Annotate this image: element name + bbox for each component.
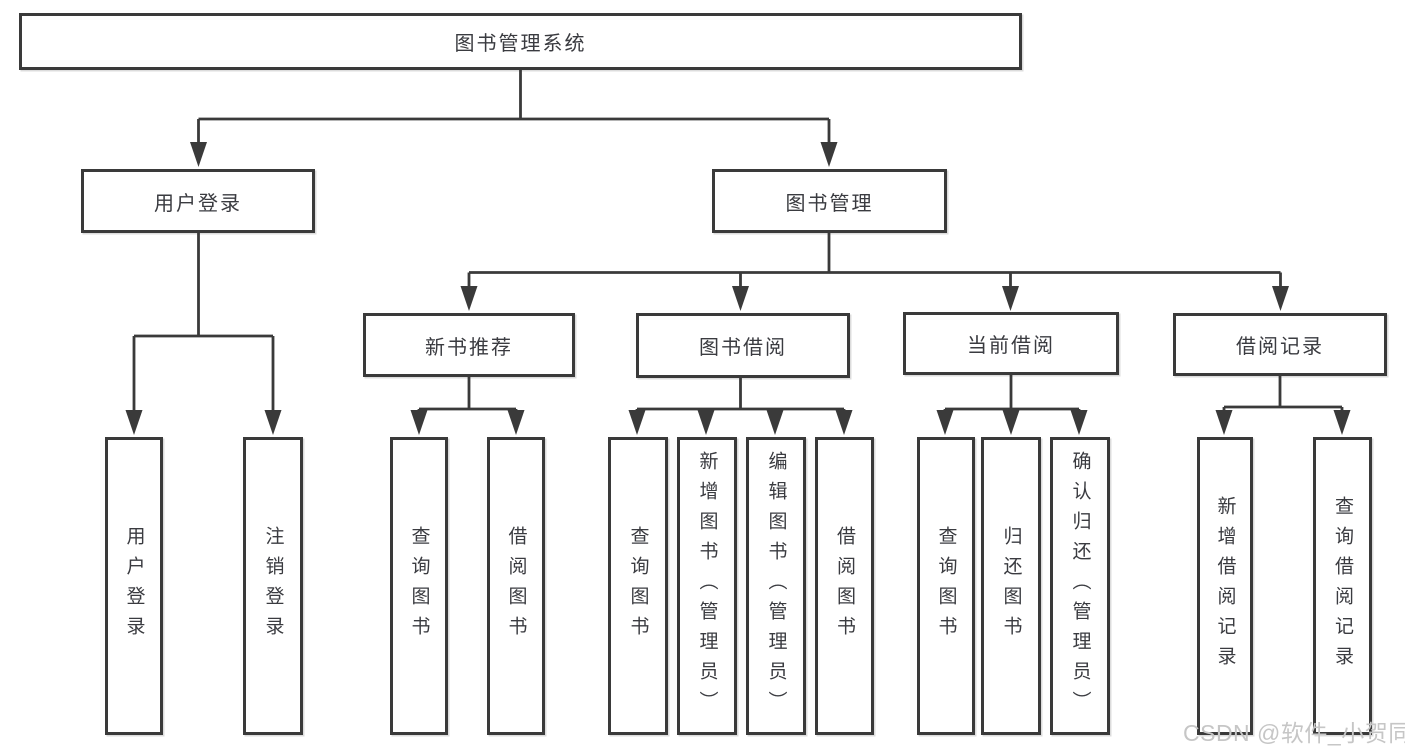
leaf-logout: 注销登录 — [243, 437, 303, 735]
leaf-nbr-query-book-label: 查询图书 — [408, 526, 430, 646]
leaf-br-add-record: 新增借阅记录 — [1197, 437, 1253, 735]
leaf-cb-return-book-label: 归还图书 — [1000, 526, 1022, 646]
leaf-bb-edit-book-admin: 编辑图书（管理员） — [746, 437, 806, 735]
node-current-borrowing-label: 当前借阅 — [967, 335, 1055, 357]
node-user-login: 用户登录 — [81, 169, 315, 233]
tree-edges — [132, 70, 1344, 414]
arrowheads — [125, 142, 1351, 435]
leaf-bb-edit-book-admin-label: 编辑图书（管理员） — [765, 451, 787, 721]
node-borrow-records-label: 借阅记录 — [1236, 336, 1324, 358]
leaf-bb-borrow-book: 借阅图书 — [815, 437, 874, 735]
leaf-bb-borrow-book-label: 借阅图书 — [834, 526, 855, 646]
leaf-cb-confirm-return-admin-label: 确认归还（管理员） — [1069, 451, 1091, 721]
node-root-label: 图书管理系统 — [454, 33, 587, 55]
leaf-nbr-borrow-book: 借阅图书 — [487, 437, 545, 735]
leaf-bb-query-book-label: 查询图书 — [627, 526, 649, 646]
node-new-book-recommend: 新书推荐 — [363, 313, 575, 377]
node-borrow-records: 借阅记录 — [1173, 313, 1387, 376]
leaf-cb-query-book-label: 查询图书 — [935, 526, 957, 646]
watermark: CSDN @软件_小贺同学 — [1183, 720, 1405, 746]
leaf-nbr-query-book: 查询图书 — [390, 437, 448, 735]
leaf-cb-confirm-return-admin: 确认归还（管理员） — [1050, 437, 1110, 735]
node-book-management-label: 图书管理 — [785, 192, 874, 215]
leaf-bb-add-book-admin: 新增图书（管理员） — [677, 437, 737, 735]
leaf-bb-query-book: 查询图书 — [608, 437, 668, 735]
node-book-borrowing: 图书借阅 — [636, 313, 850, 378]
leaf-br-add-record-label: 新增借阅记录 — [1214, 496, 1236, 676]
leaf-user-login: 用户登录 — [105, 437, 163, 735]
leaf-logout-label: 注销登录 — [262, 526, 284, 646]
leaf-bb-add-book-admin-label: 新增图书（管理员） — [696, 451, 718, 721]
node-book-borrowing-label: 图书借阅 — [699, 337, 787, 359]
leaf-user-login-label: 用户登录 — [123, 526, 145, 646]
leaf-cb-query-book: 查询图书 — [917, 437, 975, 735]
node-book-management: 图书管理 — [712, 169, 947, 233]
leaf-cb-return-book: 归还图书 — [981, 437, 1041, 735]
node-new-book-recommend-label: 新书推荐 — [425, 336, 513, 359]
leaf-br-query-record: 查询借阅记录 — [1313, 437, 1372, 735]
node-root: 图书管理系统 — [19, 13, 1022, 70]
node-current-borrowing: 当前借阅 — [903, 312, 1119, 375]
leaf-nbr-borrow-book-label: 借阅图书 — [505, 526, 527, 646]
node-user-login-label: 用户登录 — [154, 192, 242, 215]
leaf-br-query-record-label: 查询借阅记录 — [1332, 496, 1353, 676]
